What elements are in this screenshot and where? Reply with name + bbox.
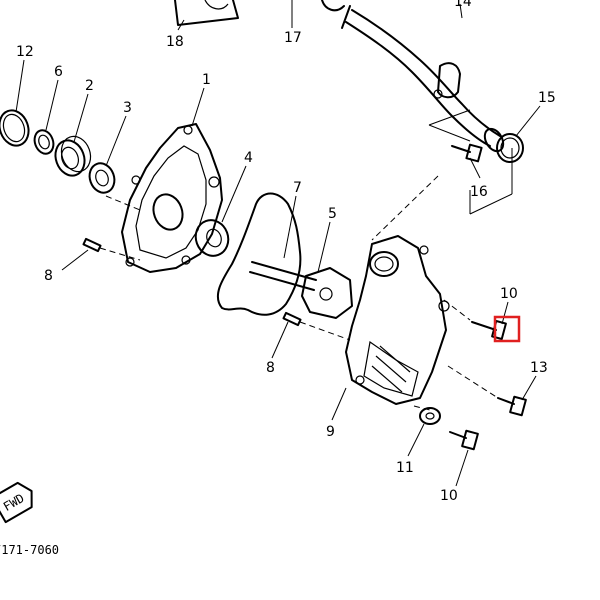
impeller-part-4	[194, 219, 230, 257]
label-17: 17	[284, 30, 302, 46]
fwd-label: FWD	[1, 491, 27, 514]
label-15: 15	[538, 90, 556, 106]
bearing-part-2	[54, 135, 92, 177]
o-ring-part-12	[0, 109, 30, 147]
label-12: 12	[16, 44, 34, 60]
label-9: 9	[326, 424, 335, 440]
label-3: 3	[123, 100, 132, 116]
label-16: 16	[470, 184, 488, 200]
figure-code: 7171-7060	[0, 543, 59, 557]
label-7: 7	[293, 180, 302, 196]
label-10-lower: 10	[440, 488, 458, 504]
bolt-part-13	[497, 395, 527, 417]
label-8-center: 8	[266, 360, 275, 376]
pump-housing-part-9	[345, 235, 450, 405]
part-labels: 12 6 2 3 1 4 7 5 8 8 9 10 13 11 10 15 16…	[16, 0, 556, 504]
highlight-box	[493, 315, 521, 343]
washer-part-11	[419, 407, 441, 425]
dowel-pin-part-8a	[82, 237, 102, 253]
label-5: 5	[328, 206, 337, 222]
label-13: 13	[530, 360, 548, 376]
seal-part-6	[33, 129, 55, 155]
o-ring-part-15	[496, 133, 524, 163]
mechanical-seal-part-5	[301, 267, 353, 319]
hose-part-14	[341, 5, 505, 153]
leader-lines	[15, 3, 541, 487]
label-8-left: 8	[44, 268, 53, 284]
label-18: 18	[166, 34, 184, 50]
bolt-part-16	[451, 143, 483, 163]
callout-bracket-14-16	[371, 109, 513, 241]
label-10-upper: 10	[500, 286, 518, 302]
gasket	[216, 192, 302, 316]
pump-cover-part-1	[121, 123, 223, 273]
fwd-direction-marker: FWD	[0, 481, 33, 524]
label-11: 11	[396, 460, 414, 476]
bolt-part-10-lower	[449, 429, 479, 451]
part-18-fragment	[174, 0, 239, 26]
label-4: 4	[244, 150, 253, 166]
label-6: 6	[54, 64, 63, 80]
label-1: 1	[202, 72, 211, 88]
dowel-pin-part-8b	[282, 311, 302, 327]
part-17-fragment	[291, 0, 345, 28]
label-14: 14	[454, 0, 472, 10]
label-2: 2	[85, 78, 94, 94]
bolt-part-10-upper	[471, 319, 507, 341]
alignment-lines	[99, 195, 499, 411]
seal-part-3	[88, 162, 116, 194]
